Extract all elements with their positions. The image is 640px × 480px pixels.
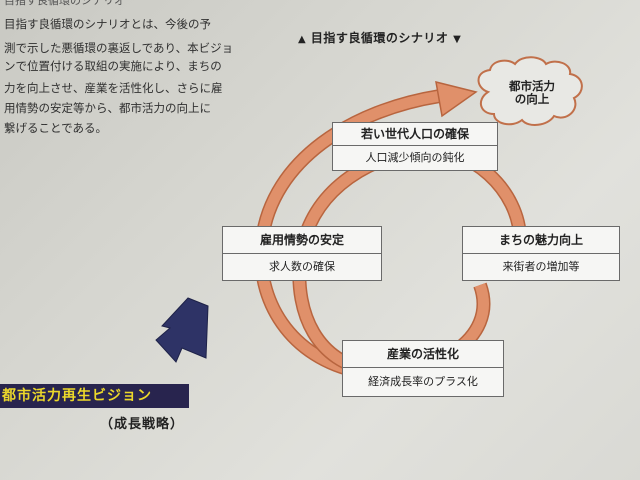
section-title-text: 目指す良循環のシナリオ <box>310 31 449 45</box>
node-desc: 来街者の増加等 <box>502 260 580 273</box>
node-industry: 産業の活性化 経済成長率のプラス化 <box>342 340 504 397</box>
node-desc: 人口減少傾向の鈍化 <box>365 151 465 164</box>
cloud-icon <box>477 56 583 126</box>
node-young-population: 若い世代人口の確保 人口減少傾向の鈍化 <box>332 122 498 171</box>
triangle-right-icon: ▲ <box>298 34 307 45</box>
intro-line-5: 用情勢の安定等から、都市活力の向上に <box>4 101 211 115</box>
goal-line-1: 都市活力 <box>509 79 555 93</box>
intro-line-2: 測で示した悪循環の裏返しであり、本ビジョ <box>4 41 234 55</box>
arrow-head-icon <box>435 80 478 118</box>
node-title: 若い世代人口の確保 <box>333 123 497 146</box>
node-employment: 雇用情勢の安定 求人数の確保 <box>222 226 382 281</box>
node-desc: 求人数の確保 <box>269 260 335 273</box>
node-title: まちの魅力向上 <box>463 227 619 254</box>
triangle-down-icon: ▼ <box>453 34 462 45</box>
node-desc: 経済成長率のプラス化 <box>368 375 478 388</box>
goal-label: 都市活力 の向上 <box>478 80 586 106</box>
node-town-appeal: まちの魅力向上 来街者の増加等 <box>462 226 620 281</box>
node-title: 産業の活性化 <box>343 341 503 368</box>
intro-line-6: 繋げることである。 <box>4 121 108 135</box>
goal-line-2: の向上 <box>514 92 550 106</box>
vision-banner: 都市活力再生ビジョン <box>0 384 189 408</box>
navy-arrow-icon <box>155 297 209 363</box>
section-title: ▲ 目指す良循環のシナリオ ▼ <box>298 29 461 46</box>
strategy-label: （成長戦略） <box>100 417 185 432</box>
intro-heading: 目指す良循環のシナリオ <box>4 0 125 7</box>
intro-line-4: 力を向上させ、産業を活性化し、さらに雇 <box>4 81 223 95</box>
intro-line-1: 目指す良循環のシナリオとは、今後の予 <box>4 17 211 31</box>
intro-line-3: ンで位置付ける取組の実施により、まちの <box>4 59 222 73</box>
node-title: 雇用情勢の安定 <box>223 227 381 254</box>
